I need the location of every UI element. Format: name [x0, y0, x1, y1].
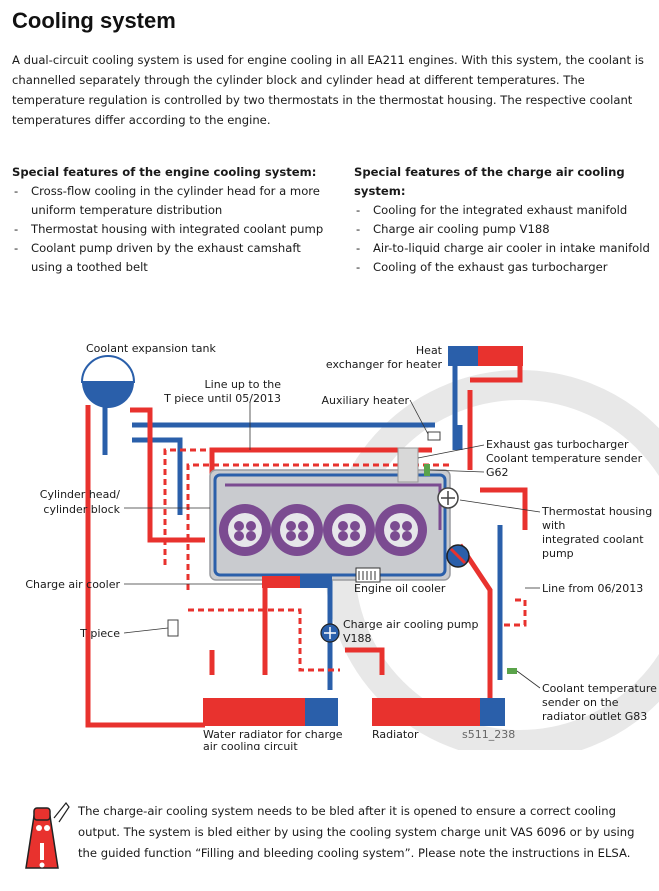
label-line-until-2013: Line up to the — [205, 378, 282, 391]
engine-block — [209, 469, 451, 581]
label-expansion-tank: Coolant expansion tank — [86, 342, 217, 355]
pipes-dashed — [163, 448, 527, 672]
intro-paragraph: A dual-circuit cooling system is used fo… — [12, 53, 644, 127]
label-thermostat: Thermostat housing — [541, 505, 652, 518]
t-piece — [167, 619, 179, 637]
label-sender-g83-2: sender on the — [542, 696, 619, 709]
cylinder — [323, 504, 375, 556]
heat-exchanger-heater — [448, 346, 523, 366]
engine-oil-cooler — [355, 567, 381, 583]
charge-features-list: Special features of the charge air cooli… — [354, 163, 654, 277]
label-turbocharger: Exhaust gas turbocharger — [486, 438, 629, 451]
label-cylinder-head-2: cylinder block — [43, 503, 120, 516]
page-title: Cooling system — [12, 8, 176, 33]
leader-lines — [123, 399, 541, 689]
label-pump-2: V188 — [343, 632, 372, 645]
temp-sender-g62 — [424, 464, 430, 476]
cylinder — [375, 504, 427, 556]
label-pump: Charge air cooling pump — [343, 618, 479, 631]
label-sender-g83-3: radiator outlet G83 — [542, 710, 647, 723]
label-t-piece: T piece — [79, 627, 120, 640]
label-thermostat-3: integrated coolant — [542, 533, 644, 546]
label-cylinder-head: Cylinder head/ — [40, 488, 121, 501]
engine-features-heading: Special features of the engine cooling s… — [12, 165, 317, 179]
list-item: Air-to-liquid charge air cooler in intak… — [354, 239, 654, 258]
list-item: Charge air cooling pump V188 — [354, 220, 654, 239]
label-water-radiator: Water radiator for charge — [203, 728, 343, 741]
list-item: Cross-flow cooling in the cylinder head … — [12, 182, 332, 220]
radiator — [372, 698, 505, 726]
charge-features-heading: Special features of the charge air cooli… — [354, 165, 625, 198]
label-radiator: Radiator — [372, 728, 419, 741]
label-oil-cooler: Engine oil cooler — [354, 582, 446, 595]
label-line-until-2013-2: T piece until 05/2013 — [163, 392, 281, 405]
water-radiator-charge-air — [203, 698, 338, 726]
list-item: Cooling of the exhaust gas turbocharger — [354, 258, 654, 277]
bleeding-note: The charge-air cooling system needs to b… — [78, 804, 635, 860]
label-water-radiator-2: air cooling circuit — [203, 740, 298, 750]
cylinder — [271, 504, 323, 556]
charge-air-cooler — [262, 576, 332, 588]
coolant-expansion-tank — [80, 355, 136, 408]
list-item: Coolant pump driven by the exhaust camsh… — [12, 239, 332, 277]
label-line-from-2013: Line from 06/2013 — [542, 582, 643, 595]
turbocharger — [397, 447, 419, 483]
label-sender-g83: Coolant temperature — [542, 682, 657, 695]
label-heat-exchanger: Heat — [416, 344, 443, 357]
engine-features-list: Special features of the engine cooling s… — [12, 163, 332, 277]
label-temp-sender-2: G62 — [486, 466, 509, 479]
figure-code: s511_238 — [462, 728, 515, 741]
label-thermostat-4: pump — [542, 547, 574, 560]
label-thermostat-2: with — [542, 519, 565, 532]
cylinder — [219, 504, 271, 556]
label-charge-air-cooler: Charge air cooler — [25, 578, 120, 591]
label-heat-exchanger-2: exchanger for heater — [326, 358, 443, 371]
charge-air-cooling-pump — [320, 623, 340, 643]
label-aux-heater: Auxiliary heater — [321, 394, 409, 407]
list-item: Cooling for the integrated exhaust manif… — [354, 201, 654, 220]
thermostat-housing — [437, 487, 470, 568]
warning-mascot-icon — [25, 802, 70, 869]
aux-heater-valve — [427, 431, 441, 441]
label-temp-sender: Coolant temperature sender — [486, 452, 643, 465]
sender-g83 — [507, 668, 517, 674]
list-item: Thermostat housing with integrated coola… — [12, 220, 332, 239]
cooling-system-diagram: Coolant expansion tank Heat exchanger fo… — [25, 342, 659, 750]
